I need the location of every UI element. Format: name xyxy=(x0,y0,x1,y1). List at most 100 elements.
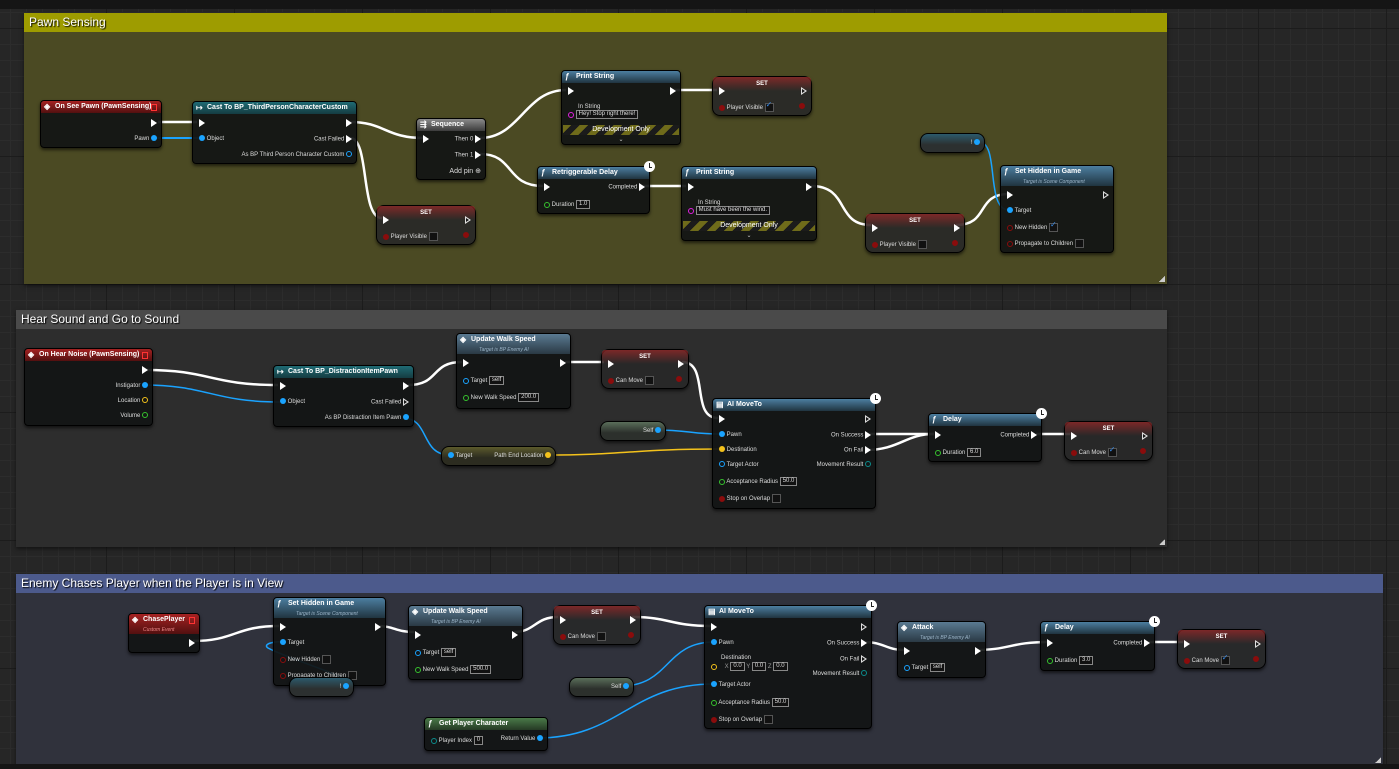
acceptance-radius-pin[interactable] xyxy=(719,478,725,485)
exec-in-pin[interactable] xyxy=(1007,191,1013,199)
exec-out-pin[interactable] xyxy=(560,359,566,367)
exec-in-pin[interactable] xyxy=(544,183,550,191)
comment-enemy-chases[interactable]: Enemy Chases Player when the Player is i… xyxy=(16,574,1383,765)
exec-out-pin[interactable] xyxy=(189,639,195,647)
resize-handle[interactable] xyxy=(1159,276,1165,282)
exec-out-pin[interactable] xyxy=(403,382,409,390)
bool-in-pin[interactable] xyxy=(383,233,389,240)
new-hidden-checkbox[interactable] xyxy=(1049,221,1059,232)
return-value-pin[interactable] xyxy=(537,735,543,742)
bool-out-pin[interactable] xyxy=(1253,656,1259,663)
bool-in-pin[interactable] xyxy=(719,104,725,111)
expand-chevron-icon[interactable]: ⌄ xyxy=(746,233,752,239)
exec-out-pin[interactable] xyxy=(1142,432,1148,440)
walk-speed-input[interactable]: 500.0 xyxy=(470,665,492,674)
volume-pin[interactable] xyxy=(142,412,148,419)
propagate-checkbox[interactable] xyxy=(1074,239,1084,248)
exec-in-pin[interactable] xyxy=(719,87,725,95)
set-player-visible-node[interactable]: SET Player Visible xyxy=(376,205,476,245)
can-move-checkbox[interactable] xyxy=(1107,446,1117,457)
player-index-input[interactable]: 0 xyxy=(473,736,484,745)
target-pin[interactable] xyxy=(415,649,421,656)
exec-out-pin[interactable] xyxy=(1103,191,1109,199)
in-string-input[interactable]: Must have been the wind. xyxy=(695,206,771,215)
set-can-move-node[interactable]: SET Can Move xyxy=(1064,421,1153,461)
destination-y-input[interactable]: 0.0 xyxy=(751,662,767,671)
bool-in-pin[interactable] xyxy=(608,377,614,384)
target-pin[interactable] xyxy=(1007,207,1013,214)
duration-input[interactable]: 3.0 xyxy=(1079,656,1094,665)
target-input[interactable]: self xyxy=(488,376,505,385)
exec-in-pin[interactable] xyxy=(719,415,725,423)
sequence-node[interactable]: ⇶Sequence Then 0 Then 1 Add pin ⊕ xyxy=(416,118,486,180)
ai-moveto-node[interactable]: ▤AI MoveTo Pawn On Success Destination X… xyxy=(704,600,877,729)
destination-x-input[interactable]: 0.0 xyxy=(730,662,745,671)
movement-result-pin[interactable] xyxy=(861,670,867,677)
on-fail-pin[interactable] xyxy=(861,655,867,663)
player-visible-checkbox[interactable] xyxy=(428,232,438,241)
in-string-input[interactable]: Hey! Stop right there! xyxy=(575,110,639,119)
pawn-pin[interactable] xyxy=(719,431,725,438)
path-end-pin[interactable] xyxy=(545,452,551,459)
in-string-pin[interactable] xyxy=(568,111,574,118)
cast-to-third-person-node[interactable]: ↦Cast To BP_ThirdPersonCharacterCustom O… xyxy=(192,101,357,164)
on-success-pin[interactable] xyxy=(865,431,871,439)
exec-out-pin[interactable] xyxy=(801,87,807,95)
target-actor-pin[interactable] xyxy=(711,681,717,688)
cast-failed-pin[interactable] xyxy=(346,135,352,143)
pawn-pin[interactable] xyxy=(151,135,157,142)
duration-pin[interactable] xyxy=(1047,657,1053,664)
then1-pin[interactable] xyxy=(475,151,481,159)
set-can-move-node[interactable]: SET Can Move xyxy=(553,605,641,645)
in-string-pin[interactable] xyxy=(688,207,694,214)
acceptance-radius-input[interactable]: 50.0 xyxy=(771,698,790,707)
resize-handle[interactable] xyxy=(1375,757,1381,763)
object-pin[interactable] xyxy=(199,135,205,142)
add-pin-button[interactable]: Add pin ⊕ xyxy=(449,168,481,176)
expand-chevron-icon[interactable]: ⌄ xyxy=(618,137,624,143)
acceptance-radius-pin[interactable] xyxy=(711,699,717,706)
duration-pin[interactable] xyxy=(544,201,550,208)
exec-in-pin[interactable] xyxy=(711,623,717,631)
exec-out-pin[interactable] xyxy=(678,360,684,368)
set-player-visible-node[interactable]: SET Player Visible xyxy=(865,213,965,253)
new-hidden-pin[interactable] xyxy=(1007,224,1013,231)
exec-in-pin[interactable] xyxy=(463,359,469,367)
stop-on-overlap-pin[interactable] xyxy=(719,495,725,502)
exec-out-pin[interactable] xyxy=(975,647,981,655)
player-visible-checkbox[interactable] xyxy=(764,101,774,112)
bool-out-pin[interactable] xyxy=(799,103,805,110)
exec-out-pin[interactable] xyxy=(670,87,676,95)
exec-in-pin[interactable] xyxy=(423,135,429,143)
movement-result-pin[interactable] xyxy=(865,461,871,468)
destination-z-input[interactable]: 0.0 xyxy=(773,662,788,671)
exec-in-pin[interactable] xyxy=(568,87,574,95)
location-pin[interactable] xyxy=(142,397,148,404)
exec-in-pin[interactable] xyxy=(383,216,389,224)
variable-out-pin[interactable] xyxy=(974,139,980,146)
cast-failed-pin[interactable] xyxy=(403,398,409,406)
on-fail-pin[interactable] xyxy=(865,446,871,454)
delegate-pin[interactable] xyxy=(151,104,157,111)
exec-out-pin[interactable] xyxy=(375,623,381,631)
set-can-move-node[interactable]: SET Can Move xyxy=(1177,629,1266,669)
self-node[interactable]: Self xyxy=(600,421,666,441)
as-output-pin[interactable] xyxy=(403,414,409,421)
target-pin[interactable] xyxy=(280,639,286,646)
target-actor-pin[interactable] xyxy=(719,461,725,468)
pawn-pin[interactable] xyxy=(711,639,717,646)
exec-in-pin[interactable] xyxy=(560,616,566,624)
bool-in-pin[interactable] xyxy=(560,633,566,640)
player-index-pin[interactable] xyxy=(431,737,437,744)
cast-to-distraction-node[interactable]: ↦Cast To BP_DistractionItemPawn Object C… xyxy=(273,365,414,427)
exec-out-pin[interactable] xyxy=(630,616,636,624)
exec-out-pin[interactable] xyxy=(954,224,960,232)
player-visible-checkbox[interactable] xyxy=(917,240,927,249)
